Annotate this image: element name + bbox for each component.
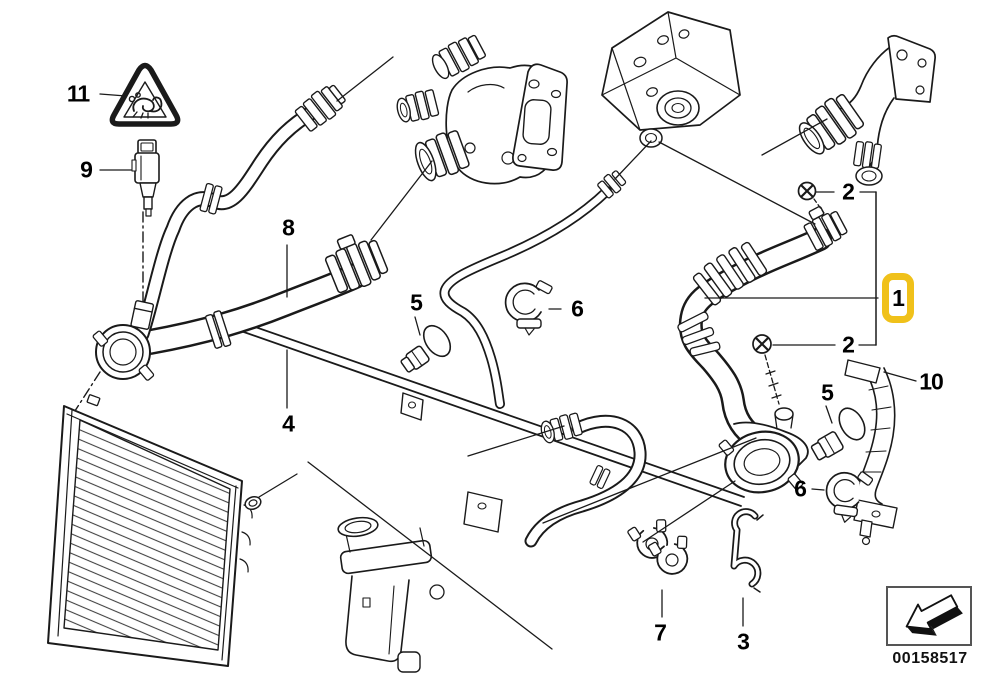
callout-11[interactable]: 11 bbox=[66, 80, 90, 107]
part-number: 00158517 bbox=[892, 650, 968, 667]
hose-holder-3 bbox=[730, 508, 764, 593]
thermostat-housing bbox=[396, 34, 568, 185]
coolant-sensor-9 bbox=[131, 139, 160, 217]
diagram-thumbnail-box[interactable] bbox=[886, 586, 972, 646]
callout-5-right[interactable]: 5 bbox=[821, 379, 834, 406]
leader-lines bbox=[99, 56, 917, 650]
callout-6-center[interactable]: 6 bbox=[571, 295, 584, 322]
callout-2-top[interactable]: 2 bbox=[842, 178, 855, 205]
warning-triangle-icon bbox=[109, 62, 181, 127]
engine-mount-bracket bbox=[601, 11, 741, 148]
vent-hose-center bbox=[439, 170, 627, 409]
callout-1-highlighted[interactable]: 1 bbox=[882, 273, 914, 323]
screw-2-top bbox=[797, 181, 825, 214]
radiator-hose-8 bbox=[92, 84, 389, 381]
rivet-5-left bbox=[400, 324, 452, 373]
clip-6-right bbox=[825, 471, 874, 523]
callout-5-left[interactable]: 5 bbox=[410, 289, 423, 316]
callout-4[interactable]: 4 bbox=[282, 410, 295, 437]
screw-2-bottom bbox=[752, 334, 782, 405]
hose-bracket-10 bbox=[844, 359, 898, 546]
callout-1-label: 1 bbox=[892, 284, 905, 311]
callout-8[interactable]: 8 bbox=[282, 214, 295, 241]
radiator bbox=[47, 394, 298, 667]
water-hose-1 bbox=[677, 205, 848, 494]
water-pipe bbox=[798, 34, 936, 186]
callout-7[interactable]: 7 bbox=[654, 619, 667, 646]
assembly-axis-lines bbox=[63, 211, 144, 429]
callout-9[interactable]: 9 bbox=[80, 156, 93, 183]
callout-10[interactable]: 10 bbox=[919, 368, 944, 395]
support-bar-4 bbox=[237, 321, 745, 533]
expansion-tank bbox=[337, 516, 445, 673]
callout-6-right[interactable]: 6 bbox=[794, 475, 807, 502]
clip-6-center bbox=[504, 280, 553, 336]
callout-2-bottom[interactable]: 2 bbox=[842, 331, 855, 358]
rivet-5-right bbox=[810, 407, 866, 461]
spring-clamp-7 bbox=[627, 519, 689, 575]
callout-3[interactable]: 3 bbox=[737, 628, 750, 655]
back-arrow-icon bbox=[905, 594, 963, 636]
